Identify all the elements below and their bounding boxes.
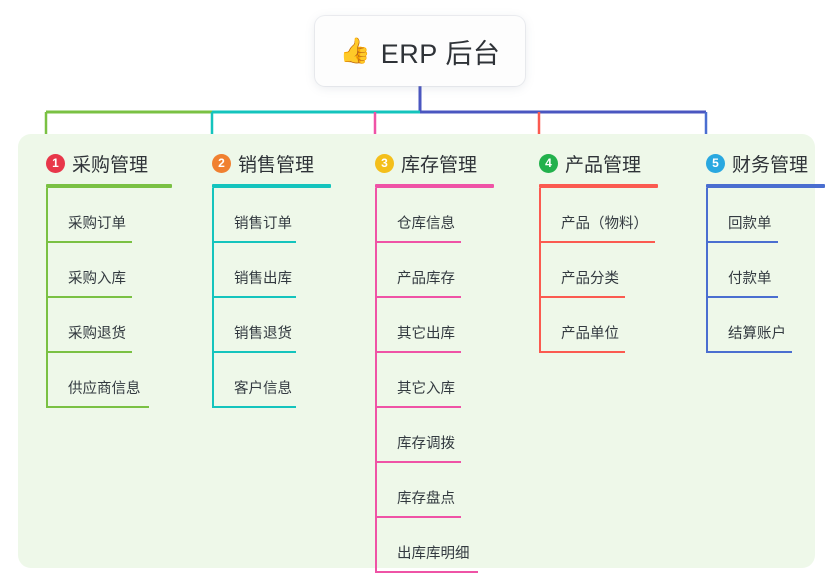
thumbs-up-icon: 👍 — [339, 36, 371, 65]
branch-number-badge: 2 — [212, 153, 231, 173]
branch-item-underline — [375, 571, 478, 573]
branch-item-underline — [212, 406, 296, 408]
branch-number-badge: 5 — [706, 153, 725, 173]
branch-item-spine — [706, 298, 708, 353]
branch-item-underline — [539, 296, 625, 298]
branch-header-underline — [706, 184, 825, 188]
branch-item-underline — [46, 406, 149, 408]
branch-item-spine — [706, 188, 708, 243]
branch-column-销售管理: 2 销售管理销售订单销售出库销售退货客户信息 — [196, 148, 331, 408]
branch-item-label: 回款单 — [728, 216, 772, 232]
branch-item-underline — [375, 516, 461, 518]
branch-item-underline — [46, 351, 132, 353]
branch-item-label: 客户信息 — [234, 381, 292, 397]
branch-item-label: 采购退货 — [68, 326, 126, 342]
branch-header-label: 销售管理 — [238, 154, 315, 176]
branch-item-spine — [375, 188, 377, 243]
branch-number-badge: 1 — [46, 153, 65, 173]
branch-item-spine — [212, 298, 214, 353]
branch-item-underline — [212, 241, 296, 243]
branch-column-产品管理: 4 产品管理产品（物料） 产品分类产品单位 — [523, 148, 658, 353]
branch-item-spine — [212, 353, 214, 408]
branch-header-underline — [375, 184, 494, 188]
branch-item-label: 付款单 — [728, 271, 772, 287]
branch-item-label: 供应商信息 — [68, 381, 141, 397]
root-node-title: ERP 后台 — [380, 38, 501, 69]
branch-header-label: 财务管理 — [732, 154, 809, 176]
branch-item-spine — [375, 463, 377, 518]
branch-item-label: 销售出库 — [234, 271, 292, 287]
branch-item-label: 产品单位 — [561, 326, 619, 342]
branch-column-财务管理: 5 财务管理回款单付款单结算账户 — [690, 148, 825, 353]
branch-item-spine — [375, 298, 377, 353]
root-node[interactable]: 👍 ERP 后台 — [315, 16, 525, 86]
branch-item-spine — [375, 353, 377, 408]
branch-item-label: 销售订单 — [234, 216, 292, 232]
branch-item-label: 采购订单 — [68, 216, 126, 232]
branch-header-label: 采购管理 — [72, 154, 149, 176]
branch-item-spine — [539, 188, 541, 243]
branch-item-underline — [375, 351, 461, 353]
branch-item-spine — [539, 243, 541, 298]
branch-header-采购管理[interactable]: 1 采购管理 — [30, 148, 148, 178]
branch-header-underline — [46, 184, 172, 188]
branch-item-underline — [375, 241, 461, 243]
branch-item-spine — [46, 353, 48, 408]
branch-item-label: 其它入库 — [397, 381, 455, 397]
branch-item-label: 仓库信息 — [397, 216, 455, 232]
branch-item-underline — [539, 241, 655, 243]
branch-item-spine — [46, 298, 48, 353]
branch-item-underline — [375, 461, 461, 463]
branch-item-spine — [706, 243, 708, 298]
branch-header-underline — [212, 184, 331, 188]
branch-item-label: 其它出库 — [397, 326, 455, 342]
branch-item-label: 销售退货 — [234, 326, 292, 342]
branch-header-产品管理[interactable]: 4 产品管理 — [523, 148, 641, 178]
branch-item-label: 采购入库 — [68, 271, 126, 287]
branch-item-underline — [212, 296, 296, 298]
branch-item-label: 产品（物料） — [561, 216, 648, 232]
branch-item-underline — [706, 296, 778, 298]
branch-item-spine — [46, 188, 48, 243]
branch-item-underline — [46, 296, 132, 298]
branch-item-spine — [212, 188, 214, 243]
branch-item-spine — [212, 243, 214, 298]
branch-item-underline — [212, 351, 296, 353]
branch-header-销售管理[interactable]: 2 销售管理 — [196, 148, 314, 178]
branch-item-underline — [539, 351, 625, 353]
branch-column-库存管理: 3 库存管理仓库信息产品库存其它出库其它入库库存调拨库存盘点出库库明细 — [359, 148, 494, 573]
branch-item-underline — [375, 406, 461, 408]
branch-item-label: 结算账户 — [728, 326, 786, 342]
branch-item-underline — [46, 241, 132, 243]
branch-header-label: 库存管理 — [401, 154, 478, 176]
branch-item-underline — [706, 241, 778, 243]
branch-item-label: 出库库明细 — [397, 546, 470, 562]
branch-column-采购管理: 1 采购管理采购订单采购入库采购退货供应商信息 — [30, 148, 172, 408]
branch-item-label: 库存盘点 — [397, 491, 455, 507]
branch-item-underline — [375, 296, 461, 298]
branch-header-财务管理[interactable]: 5 财务管理 — [690, 148, 808, 178]
branch-item-spine — [375, 518, 377, 573]
branch-header-库存管理[interactable]: 3 库存管理 — [359, 148, 477, 178]
branch-item-label: 产品分类 — [561, 271, 619, 287]
branch-item-underline — [706, 351, 792, 353]
branch-number-badge: 3 — [375, 153, 394, 173]
branch-number-badge: 4 — [539, 153, 558, 173]
branch-item-label: 产品库存 — [397, 271, 455, 287]
branch-item-spine — [375, 243, 377, 298]
branch-item-spine — [375, 408, 377, 463]
branch-item-spine — [539, 298, 541, 353]
branch-item-spine — [46, 243, 48, 298]
branch-header-label: 产品管理 — [565, 154, 642, 176]
branch-header-underline — [539, 184, 658, 188]
branch-item-label: 库存调拨 — [397, 436, 455, 452]
